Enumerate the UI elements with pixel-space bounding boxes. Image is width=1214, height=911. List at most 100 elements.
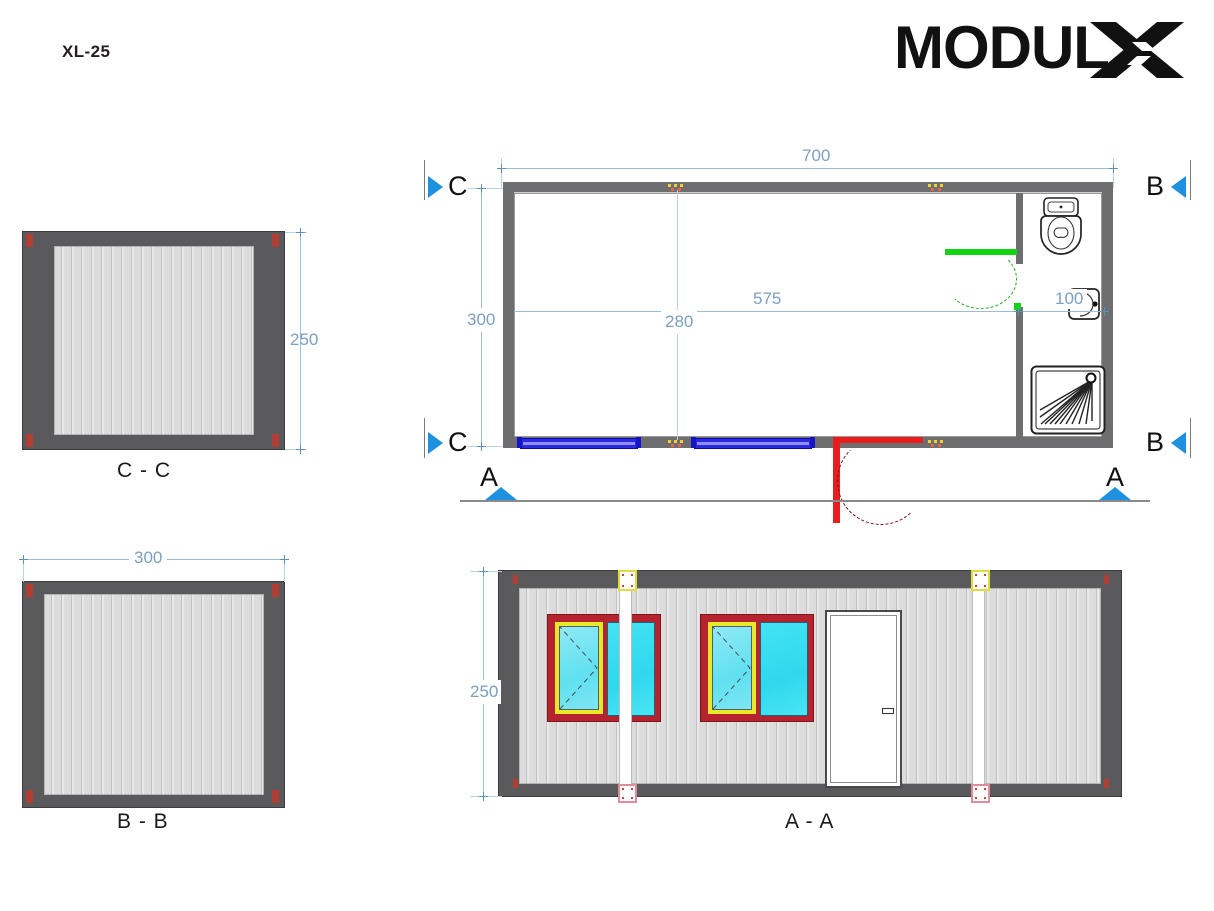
aa-entrance-door-leaf — [830, 615, 897, 783]
shower-fixture — [1030, 365, 1106, 435]
section-line-a-a — [460, 500, 1150, 502]
bb-corner-br — [272, 790, 279, 803]
aa-entrance-door-handle — [882, 708, 894, 714]
aa-corner-tl — [513, 575, 518, 584]
plan-joint-bottom-right — [928, 440, 946, 447]
bb-tick-left — [19, 555, 28, 564]
modulx-logo: MODUL — [894, 16, 1184, 82]
cc-view-label: C - C — [117, 459, 171, 482]
plan-dim-overall-length: 700 — [797, 146, 836, 166]
aa-dim-height: 250 — [467, 680, 502, 704]
plan-bathroom-door-hinge — [1014, 303, 1021, 310]
plan-entrance-door-swing — [837, 437, 925, 525]
page-title: XL-25 — [62, 42, 111, 61]
bb-panel-face — [44, 594, 264, 795]
bb-tick-right — [280, 555, 289, 564]
plan-tick-700-right — [1109, 164, 1118, 173]
aa-post-middle-right — [972, 588, 985, 784]
plan-wall-top — [503, 182, 1113, 193]
plan-tick-700-left — [497, 164, 506, 173]
section-line-c-top — [424, 160, 425, 200]
section-marker-b-bottom-letter: B — [1146, 427, 1165, 457]
aa-window-left-sash-open — [555, 622, 603, 714]
plan-joint-top-left — [668, 184, 686, 191]
aa-window-right-sash-fixed — [760, 622, 808, 716]
plan-partition-lower — [1016, 307, 1023, 437]
aa-view-label: A - A — [785, 810, 835, 833]
section-line-c-bottom — [424, 418, 425, 458]
plan-dim-line-100 — [1023, 311, 1109, 312]
plan-window-left — [520, 438, 638, 449]
aa-window-right — [700, 614, 814, 722]
aa-connector-top-left — [618, 570, 637, 591]
cc-tick-top — [296, 228, 305, 237]
plan-dim-line-575 — [514, 311, 1016, 312]
bb-corner-tr — [272, 584, 279, 597]
aa-post-middle-left — [619, 588, 632, 784]
aa-corner-br — [1104, 779, 1109, 788]
plan-wall-left — [503, 182, 514, 448]
plan-ext-left — [501, 158, 502, 188]
cc-corner-tr — [272, 234, 279, 247]
cc-corner-bl — [26, 434, 33, 447]
section-marker-b-top-letter: B — [1146, 171, 1165, 201]
section-marker-c-top-triangle — [428, 176, 443, 198]
aa-connector-top-right — [971, 570, 990, 591]
aa-window-right-opening-symbol — [712, 626, 751, 710]
section-marker-b-top-triangle — [1171, 176, 1186, 198]
plan-tick-300-bot — [477, 442, 486, 451]
plan-partition-upper — [1016, 193, 1023, 264]
bb-corner-bl — [26, 790, 33, 803]
bb-ext-left — [23, 556, 24, 582]
aa-entrance-door — [825, 610, 902, 788]
bb-dim-width: 300 — [129, 548, 168, 568]
section-marker-c-bottom-triangle — [428, 432, 443, 454]
bb-corner-tl — [26, 584, 33, 597]
plan-dim-window-offset: 280 — [661, 310, 698, 334]
aa-tick-top — [479, 567, 488, 576]
bb-ext-right — [284, 556, 285, 582]
aa-window-left-opening-symbol — [559, 626, 598, 710]
plan-window-left-end-a — [517, 437, 522, 448]
cc-dim-line — [300, 232, 301, 449]
section-marker-a-left-letter: A — [480, 462, 499, 492]
aa-connector-bottom-right — [971, 784, 990, 803]
plan-window-left-end-b — [636, 437, 641, 448]
aa-connector-bottom-left — [618, 784, 637, 803]
plan-dim-line-700 — [501, 168, 1113, 169]
section-marker-a-right-triangle — [1099, 487, 1131, 500]
section-marker-b-bottom-triangle — [1171, 432, 1186, 454]
plan-tick-300-top — [477, 184, 486, 193]
plan-joint-bottom-left — [668, 440, 686, 447]
cc-corner-tl — [26, 234, 33, 247]
toilet-fixture — [1038, 196, 1084, 258]
cc-corner-br — [272, 434, 279, 447]
aa-corner-tr — [1104, 575, 1109, 584]
plan-interior — [514, 193, 1102, 437]
plan-window-right — [694, 438, 812, 449]
aa-window-right-sash-open — [708, 622, 756, 714]
cc-dim-height: 250 — [290, 330, 319, 349]
section-marker-c-bottom-letter: C — [448, 427, 468, 457]
plan-window-right-end-a — [691, 437, 696, 448]
plan-entrance-door-leaf — [833, 437, 840, 523]
aa-tick-bottom — [479, 792, 488, 801]
aa-window-left — [547, 614, 661, 722]
plan-tick-mid — [1014, 307, 1023, 316]
svg-text:MODUL: MODUL — [894, 16, 1109, 81]
bb-view-label: B - B — [117, 810, 169, 833]
plan-tick-right-in — [1100, 307, 1109, 316]
section-marker-c-top-letter: C — [448, 171, 468, 201]
plan-bathroom-door-swing — [945, 249, 1017, 309]
plan-dim-bathroom-width: 100 — [1051, 289, 1088, 309]
aa-corner-bl — [513, 779, 518, 788]
plan-window-right-end-b — [810, 437, 815, 448]
section-line-b-bottom — [1190, 418, 1191, 458]
section-marker-a-left-triangle — [485, 487, 517, 500]
plan-ext-right — [1113, 158, 1114, 188]
plan-wall-right — [1102, 182, 1113, 448]
section-line-b-top — [1190, 160, 1191, 200]
plan-dim-room-length: 575 — [748, 289, 787, 309]
plan-joint-top-right — [928, 184, 946, 191]
